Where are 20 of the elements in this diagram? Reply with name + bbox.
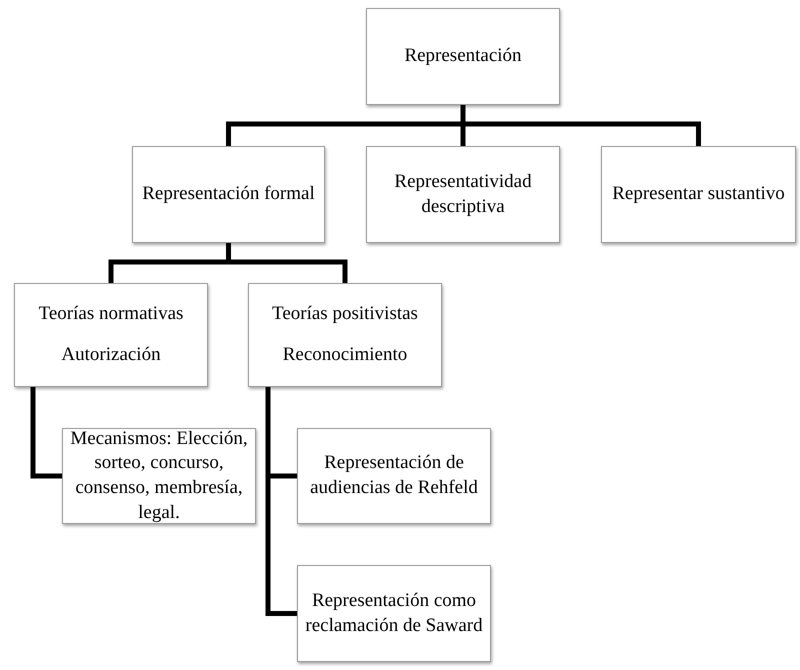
box-text: Representar sustantivo — [612, 182, 785, 206]
box-text: Representación — [404, 44, 522, 68]
text-box — [248, 283, 442, 387]
box-text: Autorización — [61, 343, 161, 368]
box-text: Representatividad descriptiva — [393, 170, 533, 218]
box-text: Teorías normativas — [38, 302, 184, 326]
box-text: Mecanismos: Elección, sorteo, concurso, consenso, membresía, legal. — [69, 426, 249, 525]
box-text: Teorías positivistas — [272, 302, 418, 326]
box-text: Reconocimiento — [282, 343, 408, 368]
box-text: Representación de audiencias de Rehfeld — [309, 451, 479, 500]
box-text: Representación como reclamación de Saward — [304, 588, 484, 638]
text-box — [14, 283, 208, 387]
text-box — [366, 8, 560, 105]
connector-line — [30, 387, 62, 478]
text-box — [132, 146, 325, 243]
box-text: Representación formal — [142, 182, 315, 206]
text-box — [366, 146, 560, 243]
text-box — [601, 146, 796, 243]
text-box — [297, 428, 491, 524]
text-box — [297, 565, 491, 662]
